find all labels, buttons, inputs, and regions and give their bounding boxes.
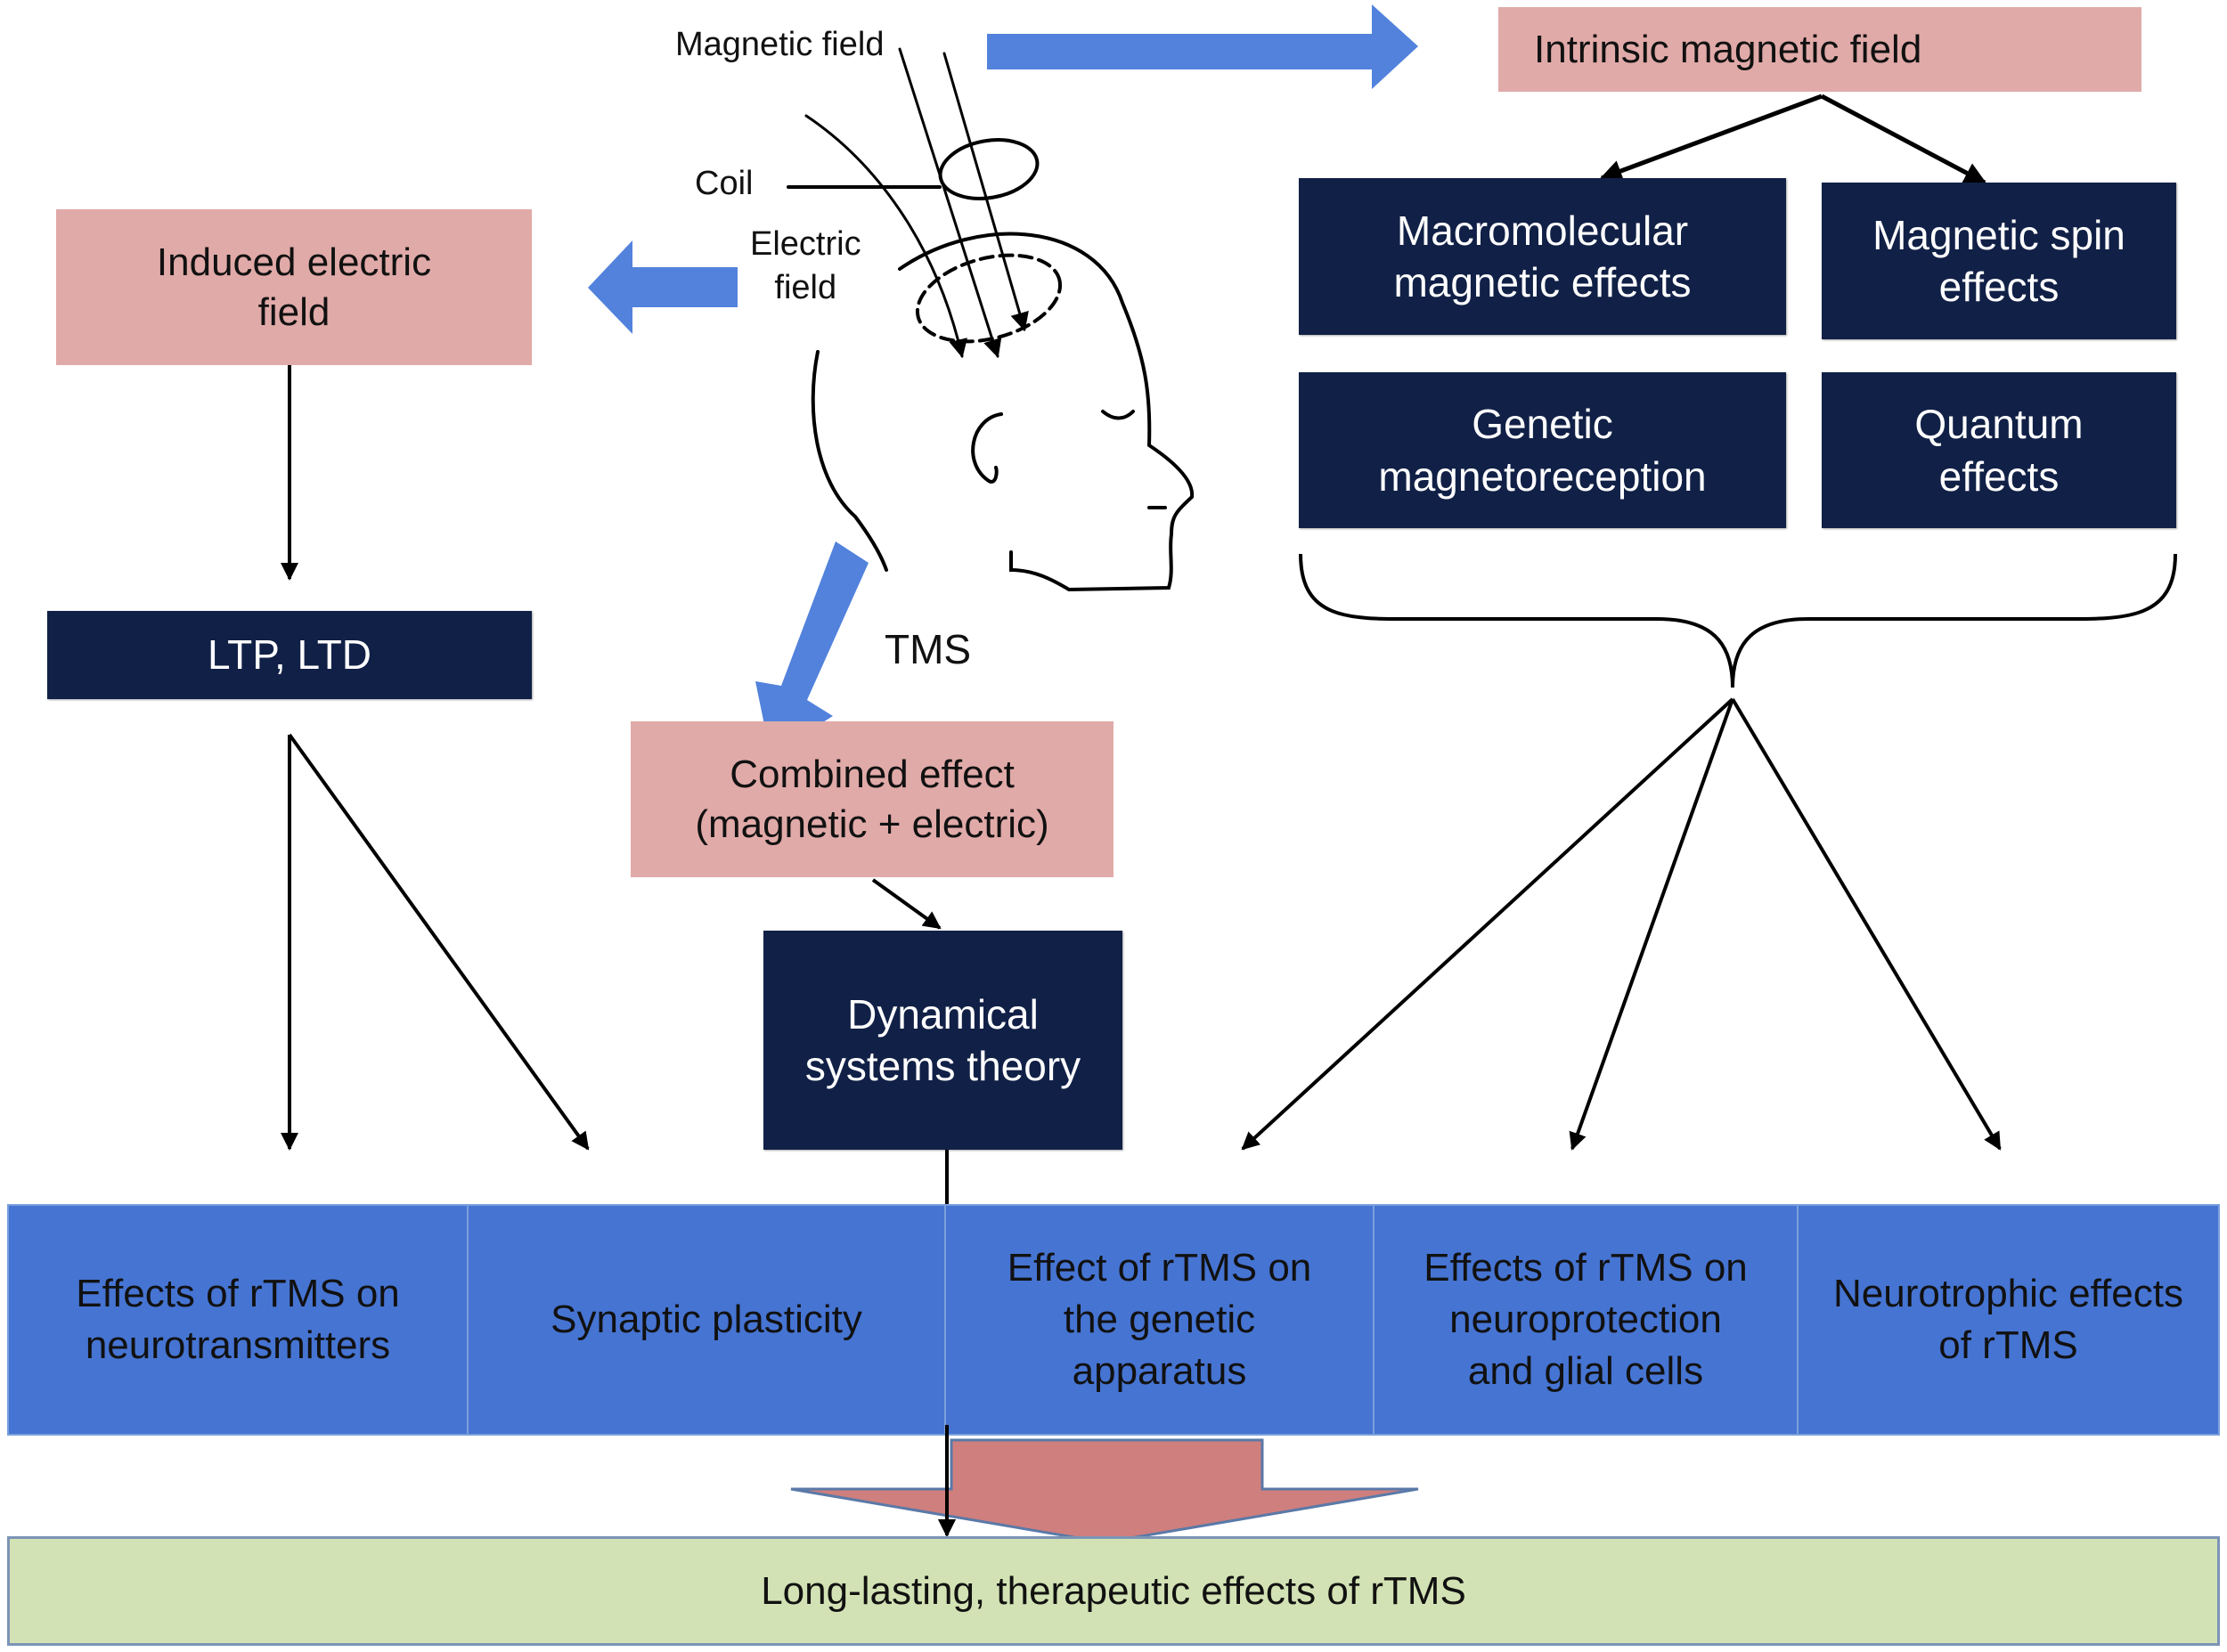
arrow-intrinsic-to-spin [1820, 94, 1987, 185]
effect-cell-neurotrophic: Neurotrophic effects of rTMS [1833, 1271, 2183, 1367]
magnetic-field-label: Magnetic field [675, 26, 885, 63]
dynamical-systems-theory-box: Dynamical systems theory [763, 931, 1122, 1150]
blue-arrow-right [987, 4, 1418, 89]
effect-cell-synaptic-plasticity: Synaptic plasticity [469, 1206, 946, 1434]
blue-arrow-tms [755, 541, 869, 755]
macromolecular-effects-box: Macromolecular magnetic effects [1299, 178, 1786, 335]
effect-cell-genetic-apparatus: Effect of rTMS on the genetic apparatus [946, 1206, 1375, 1434]
arrow-brace-to-genetic-apparatus [1241, 697, 1734, 1151]
genetic-magnetoreception-box: Genetic magnetoreception [1299, 372, 1786, 528]
arrow-intrinsic-to-macromolecular [1599, 94, 1823, 182]
arrow-brace-to-neurotrophic [1731, 697, 2002, 1151]
magnetic-spin-effects-box: Magnetic spin effects [1822, 183, 2176, 339]
quantum-effects-box: Quantum effects [1822, 372, 2176, 528]
intrinsic-magnetic-field-box: Intrinsic magnetic field [1498, 7, 2141, 92]
outcome-box: Long-lasting, therapeutic effects of rTM… [7, 1536, 2220, 1646]
blue-arrow-left [588, 240, 738, 334]
ltp-ltd-box: LTP, LTD [47, 611, 532, 699]
effect-cell-neurotransmitters: Effects of rTMS on neurotransmitters [9, 1206, 469, 1434]
head-illustration [787, 47, 1195, 592]
induced-electric-field-box: Induced electric field [56, 209, 532, 365]
coil-label: Coil [695, 165, 754, 202]
electric-field-label: Electric field [750, 225, 861, 307]
arrow-brace-to-neuroprotection [1569, 698, 1734, 1151]
arrow-combined-to-dynamical [871, 878, 942, 930]
effect-cell-neuroprotection: Effects of rTMS on neuroprotection and g… [1375, 1206, 1799, 1434]
combined-effect-box: Combined effect (magnetic + electric) [631, 721, 1114, 877]
arrow-ltp-to-synaptic [288, 733, 590, 1151]
curly-brace [1299, 553, 2177, 688]
effects-band: Effects of rTMS on neurotransmitters Syn… [7, 1204, 2220, 1436]
tms-label: TMS [885, 626, 972, 672]
